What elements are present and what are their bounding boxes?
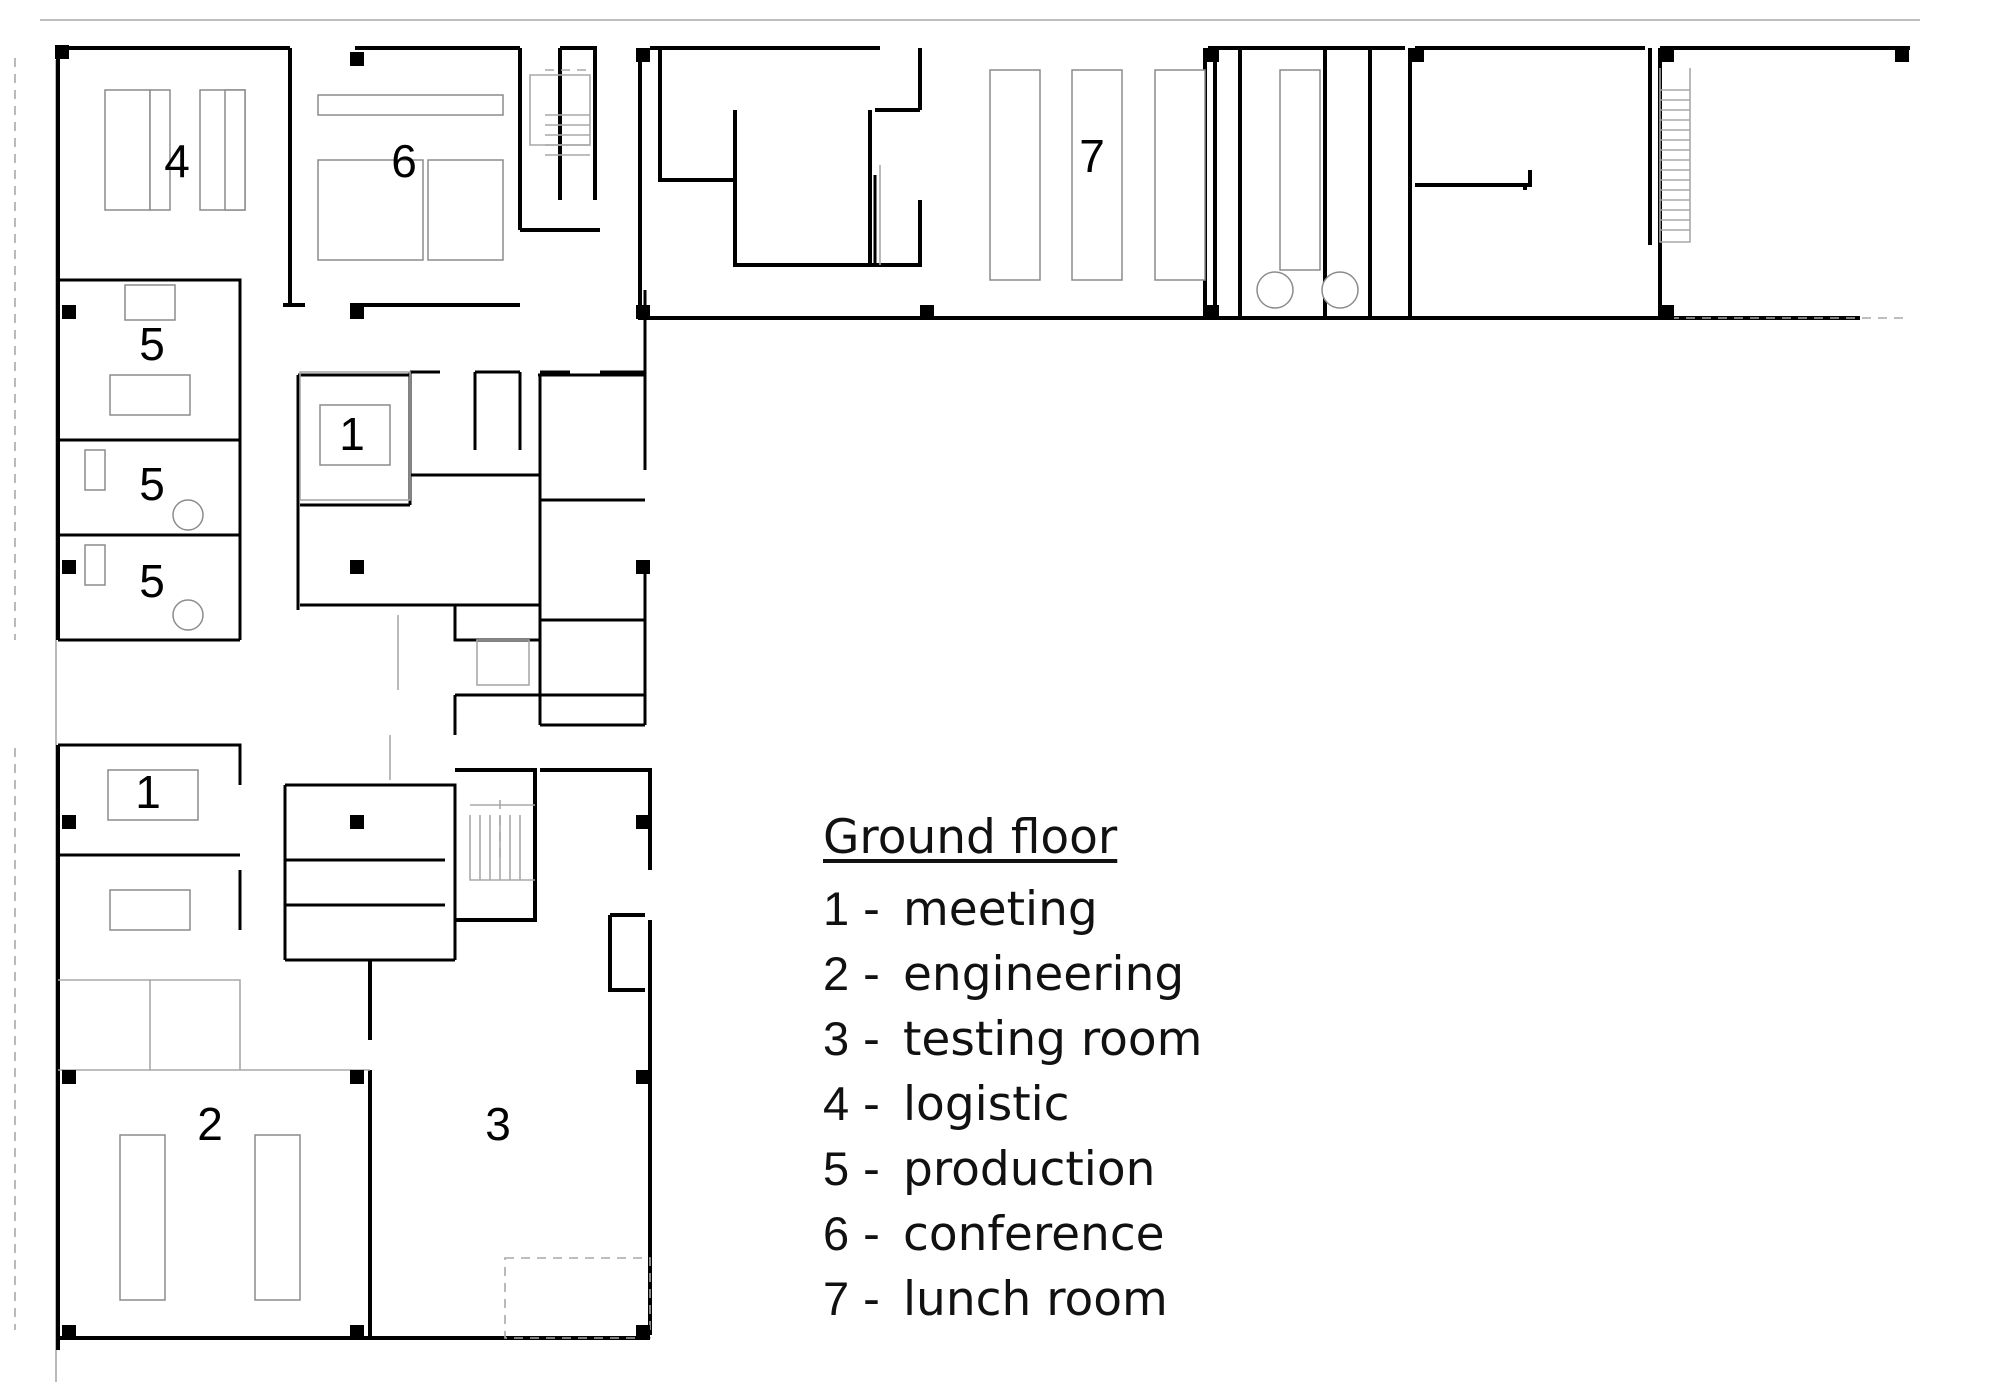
legend-number: 5 — [823, 1142, 850, 1195]
legend-number: 3 — [823, 1012, 850, 1065]
legend-item: 6-conference — [823, 1206, 1202, 1271]
stair-right — [1659, 68, 1691, 243]
legend-number: 2 — [823, 947, 850, 1000]
legend-title: Ground floor — [823, 810, 1118, 865]
legend-number: 6 — [823, 1207, 850, 1260]
legend-item: 2-engineering — [823, 946, 1202, 1011]
legend-number: 1 — [823, 882, 850, 935]
room-label-testing: 3 — [485, 1098, 511, 1150]
furniture-conference — [317, 94, 504, 261]
legend-dash: - — [863, 1272, 880, 1327]
room-label-engineering: 2 — [197, 1098, 223, 1150]
legend-label: testing room — [903, 1012, 1203, 1067]
legend-item: 7-lunch room — [823, 1271, 1202, 1336]
legend-label: engineering — [903, 947, 1185, 1002]
legend-dash: - — [863, 1077, 880, 1132]
furniture-meeting-a — [319, 404, 391, 466]
stair-core-lower — [469, 800, 535, 881]
legend-item: 4-logistic — [823, 1076, 1202, 1141]
furniture-logistic — [104, 89, 246, 211]
legend-number: 4 — [823, 1077, 850, 1130]
legend-item: 5-production — [823, 1141, 1202, 1206]
central-core-walls — [296, 290, 647, 735]
legend-item: 3-testing room — [823, 1011, 1202, 1076]
furniture-meeting-b — [107, 769, 199, 931]
upper-wing-walls — [56, 46, 1910, 640]
room-label-meeting-a: 1 — [339, 408, 365, 460]
legend-number: 7 — [823, 1272, 850, 1325]
legend-dash: - — [863, 882, 880, 937]
legend-dash: - — [863, 1012, 880, 1067]
legend-dash: - — [863, 947, 880, 1002]
lower-center-walls — [283, 768, 652, 1335]
stair-upper — [529, 69, 591, 156]
legend-label: meeting — [903, 882, 1098, 937]
room-label-production-b: 5 — [139, 458, 165, 510]
lunch-room-walls — [870, 165, 920, 267]
furniture-production — [84, 284, 204, 631]
testing-area-outline — [504, 1257, 651, 1339]
legend: Ground floor 1-meeting 2-engineering 3-t… — [823, 810, 1202, 1336]
legend-label: conference — [903, 1207, 1165, 1262]
structural-columns — [55, 45, 1909, 1339]
legend-label: lunch room — [903, 1272, 1168, 1327]
room-label-logistic: 4 — [164, 135, 190, 187]
room-label-meeting-b: 1 — [135, 766, 161, 818]
legend-label: logistic — [903, 1077, 1070, 1132]
room-label-lunch: 7 — [1079, 130, 1105, 182]
legend-dash: - — [863, 1142, 880, 1197]
legend-label: production — [903, 1142, 1156, 1197]
legend-dash: - — [863, 1207, 880, 1262]
furniture-utility — [1256, 69, 1359, 309]
furniture-engineering — [119, 1134, 301, 1301]
furniture-lunch — [989, 69, 1206, 281]
legend-item: 1-meeting — [823, 881, 1202, 946]
core-fixtures — [299, 371, 530, 780]
room-label-production-c: 5 — [139, 555, 165, 607]
room-label-production-a: 5 — [139, 318, 165, 370]
room-label-conference: 6 — [391, 135, 417, 187]
